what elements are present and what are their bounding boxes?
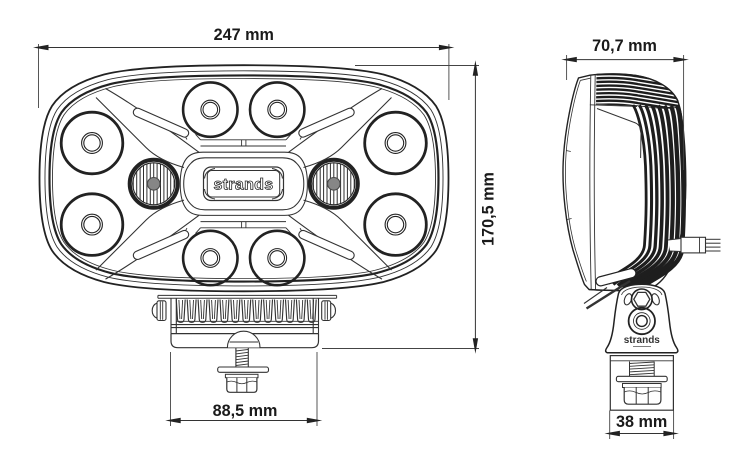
svg-text:247 mm: 247 mm bbox=[214, 26, 274, 44]
svg-text:70,7 mm: 70,7 mm bbox=[592, 37, 657, 55]
svg-text:strands: strands bbox=[214, 177, 274, 194]
svg-text:38 mm: 38 mm bbox=[616, 413, 667, 431]
svg-text:170,5 mm: 170,5 mm bbox=[480, 172, 498, 246]
svg-text:strands: strands bbox=[624, 335, 661, 346]
svg-text:88,5 mm: 88,5 mm bbox=[213, 402, 278, 420]
